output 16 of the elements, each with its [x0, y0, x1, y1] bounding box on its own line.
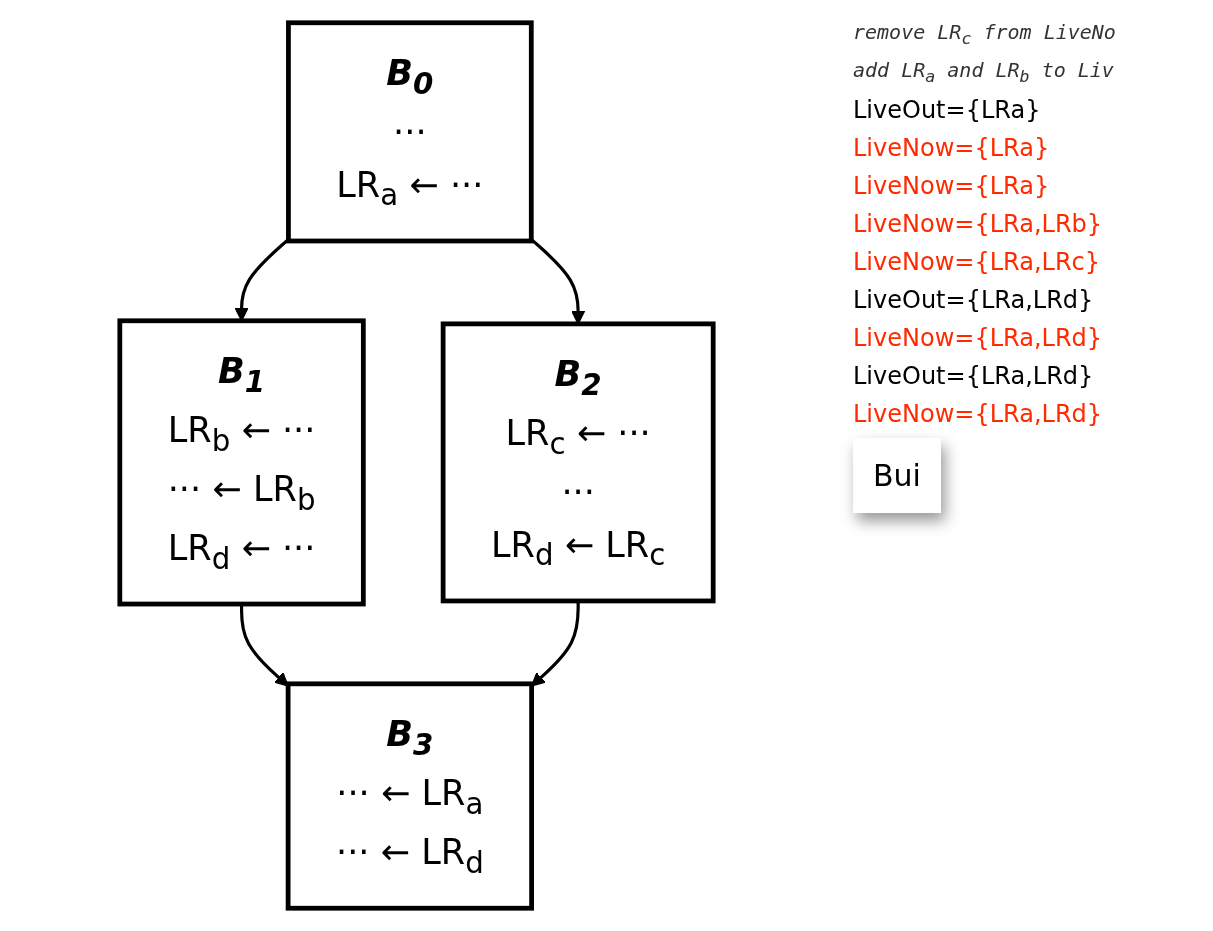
annotation-text: add LR$_{a}$ and LR$_{b}$ to Liv	[853, 58, 1115, 86]
annotation-text: remove LR$_{c}$ from LiveNo	[853, 20, 1117, 48]
livenow-label: LiveNow={LRa,LRb}	[853, 210, 1104, 238]
basic-block-box: B$_{1}$ LR$_{b}$ ← ··· ··· ← LR$_{b}$ LR$_{d}$ ← ···	[117, 318, 366, 607]
basic-block-box: B$_{0}$ ··· LR$_{a}$ ← ···	[286, 20, 534, 244]
liveout-label: LiveOut={LRa,LRd}	[853, 362, 1095, 390]
basic-block-box: B$_{3}$ ··· ← LR$_{a}$ ··· ← LR$_{d}$	[285, 681, 534, 911]
livenow-label: LiveNow={LRa,LRd}	[853, 400, 1104, 428]
card-text: Bui	[853, 438, 941, 513]
livenow-label: LiveNow={LRa}	[853, 172, 1051, 200]
liveout-label: LiveOut={LRa}	[853, 96, 1042, 124]
basic-block-box: B$_{2}$ LR$_{c}$ ← ··· ··· LR$_{d}$ ← LR$_{c}$	[440, 321, 716, 604]
livenow-label: LiveNow={LRa,LRc}	[853, 248, 1102, 276]
liveout-label: LiveOut={LRa,LRd}	[853, 286, 1095, 314]
livenow-label: LiveNow={LRa}	[853, 134, 1051, 162]
livenow-label: LiveNow={LRa,LRd}	[853, 324, 1104, 352]
